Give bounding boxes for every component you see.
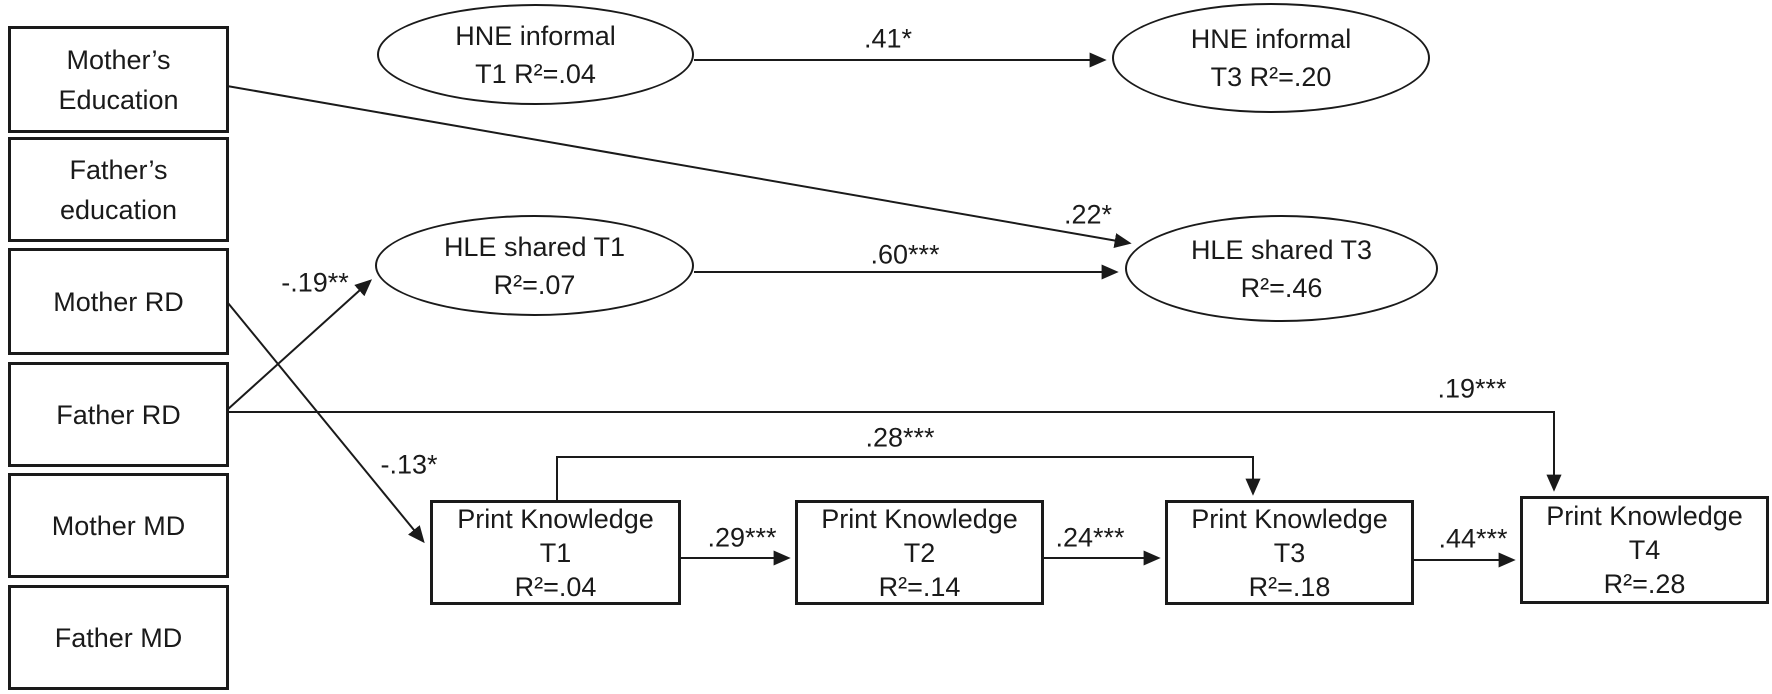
box-fathers-education: Father’s education	[8, 137, 229, 242]
ellipse-hne-informal-t3: HNE informal T3 R²=.20	[1112, 3, 1430, 113]
box-print-knowledge-t1-line1: Print Knowledge	[457, 503, 654, 534]
ellipse-hle-shared-t3: HLE shared T3 R²=.46	[1125, 215, 1438, 322]
coef-mothers-education-to-hle-t3: .22*	[1063, 199, 1113, 230]
ellipse-hne-informal-t3-line2: T3 R²=.20	[1210, 62, 1332, 92]
box-father-md: Father MD	[8, 585, 229, 690]
box-print-knowledge-t4-line3: R²=.28	[1603, 569, 1686, 599]
box-print-knowledge-t4-line1: Print Knowledge	[1546, 501, 1743, 531]
box-print-knowledge-t1: Print Knowledge T1 R²=.04	[430, 500, 681, 605]
ellipse-hle-shared-t3-line1: HLE shared T3	[1190, 234, 1373, 265]
box-mother-md-label: Mother MD	[51, 510, 186, 541]
coef-print-t3-to-print-t4: .44***	[1438, 523, 1508, 554]
ellipse-hne-informal-t3-line1: HNE informal	[1190, 24, 1352, 54]
box-fathers-education-line1: Father’s	[69, 154, 168, 185]
box-mothers-education-line1: Mother’s	[66, 44, 171, 75]
coef-mother-rd-to-print-t1: -.13*	[380, 449, 438, 480]
box-print-knowledge-t4-line2: T4	[1628, 535, 1661, 565]
coef-hle-t1-to-hle-t3: .60***	[870, 239, 940, 270]
ellipse-hle-shared-t1-line1: HLE shared T1	[443, 231, 626, 262]
box-print-knowledge-t3-line1: Print Knowledge	[1191, 503, 1388, 534]
coef-print-t1-to-print-t3: .28***	[865, 422, 935, 453]
box-print-knowledge-t2-line2: T2	[903, 537, 936, 568]
arrow-mother-rd-to-print-t1	[227, 302, 425, 544]
box-print-knowledge-t4: Print Knowledge T4 R²=.28	[1520, 496, 1769, 604]
box-mother-rd-label: Mother RD	[53, 286, 184, 317]
ellipse-hle-shared-t1: HLE shared T1 R²=.07	[375, 215, 694, 316]
arrow-father-rd-to-hle-t1	[226, 279, 373, 411]
coef-print-t1-to-print-t2: .29***	[707, 522, 777, 553]
box-print-knowledge-t3: Print Knowledge T3 R²=.18	[1165, 500, 1414, 605]
box-print-knowledge-t3-line3: R²=.18	[1248, 571, 1331, 602]
ellipse-hle-shared-t3-line2: R²=.46	[1240, 272, 1323, 303]
box-mothers-education: Mother’s Education	[8, 26, 229, 133]
box-print-knowledge-t2-line1: Print Knowledge	[821, 503, 1018, 534]
box-father-rd: Father RD	[8, 362, 229, 467]
ellipse-hne-informal-t1-line1: HNE informal	[455, 20, 616, 51]
box-father-rd-label: Father RD	[56, 399, 181, 430]
box-mother-rd: Mother RD	[8, 248, 229, 355]
box-print-knowledge-t2-line3: R²=.14	[878, 571, 961, 602]
box-fathers-education-line2: education	[59, 194, 178, 225]
coef-print-t2-to-print-t3: .24***	[1055, 522, 1125, 553]
arrow-mothers-education-to-hle-t3	[226, 85, 1132, 248]
coef-hne-t1-to-hne-t3: .41*	[863, 23, 913, 54]
coef-father-rd-to-hle-t1: -.19**	[281, 267, 349, 298]
box-print-knowledge-t2: Print Knowledge T2 R²=.14	[795, 500, 1044, 605]
box-print-knowledge-t3-line2: T3	[1273, 537, 1306, 568]
box-mothers-education-line2: Education	[58, 84, 179, 115]
box-print-knowledge-t1-line2: T1	[539, 537, 572, 568]
arrow-father-rd-to-print-t4	[227, 411, 1562, 492]
box-print-knowledge-t1-line3: R²=.04	[514, 571, 597, 602]
box-mother-md: Mother MD	[8, 473, 229, 578]
box-father-md-label: Father MD	[54, 622, 183, 653]
coef-father-rd-to-print-t4: .19***	[1437, 373, 1507, 404]
ellipse-hle-shared-t1-line2: R²=.07	[493, 269, 576, 300]
ellipse-hne-informal-t1: HNE informal T1 R²=.04	[377, 4, 694, 105]
ellipse-hne-informal-t1-line2: T1 R²=.04	[475, 58, 596, 89]
arrow-print-t1-to-print-t3	[556, 456, 1261, 500]
